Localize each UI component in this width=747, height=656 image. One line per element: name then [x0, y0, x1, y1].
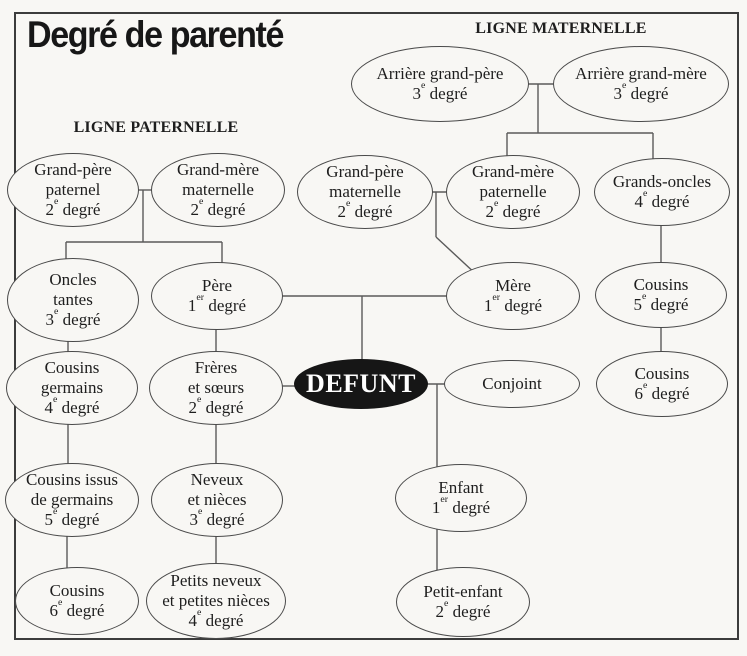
node-label-line: 1er degré — [483, 291, 543, 315]
page-title: Degré de parenté — [27, 14, 284, 55]
node-label-line: Cousins — [44, 357, 100, 377]
node-label-line: Petit-enfant — [423, 581, 503, 601]
node-label-line: 3e degré — [45, 305, 101, 330]
node-label-line: Cousins — [634, 363, 690, 383]
node-label-line: Frères — [194, 357, 238, 377]
node-label-line: 5e degré — [633, 290, 689, 314]
node-label-line: Neveux — [190, 469, 244, 489]
node-label-line: Arrière grand-mère — [575, 63, 707, 83]
node-label-line: 6e degré — [49, 596, 105, 620]
node-label-line: 5e degré — [44, 505, 100, 530]
node-defunt: DEFUNT — [294, 359, 428, 409]
node-label-line: Cousins — [49, 580, 105, 600]
node-label-line: 3e degré — [613, 79, 669, 103]
node-label-line: Grand-mère — [176, 159, 260, 179]
node-label-line: de germains — [30, 489, 114, 509]
node-label-line: Père — [201, 275, 233, 295]
node-label-line: maternelle — [329, 181, 401, 201]
node-label-line: tantes — [53, 289, 93, 309]
node-label-line: 2e degré — [435, 597, 491, 621]
node-label-line: Grand-père — [34, 159, 112, 179]
node-label-line: 4e degré — [188, 606, 244, 631]
node-label-line: Cousins — [633, 274, 689, 294]
node-label-line: DEFUNT — [306, 368, 416, 398]
node-label-line: et petites nièces — [162, 590, 270, 610]
node-label-line: Grand-père — [326, 161, 404, 181]
node-label-line: Enfant — [438, 477, 484, 497]
node-label-line: Grand-mère — [471, 161, 555, 181]
node-label-line: 2e degré — [45, 195, 101, 220]
node-label-line: Arrière grand-père — [376, 63, 504, 83]
node-label-line: paternel — [45, 179, 101, 199]
node-label-line: 2e degré — [337, 197, 393, 222]
node-label-line: 3e degré — [412, 79, 468, 103]
node-label-line: et sœurs — [187, 377, 245, 397]
node-label-line: Cousins issus — [25, 469, 119, 489]
node-conjoint: Conjoint — [444, 360, 580, 408]
diagram-border — [14, 12, 739, 640]
node-label-line: maternelle — [182, 179, 254, 199]
node-label-line: 1er degré — [431, 493, 491, 517]
node-label-line: Petits neveux — [170, 570, 262, 590]
node-label-line: paternelle — [479, 181, 547, 201]
maternal-line-heading: LIGNE MATERNELLE — [475, 20, 647, 37]
node-label-line: 6e degré — [634, 379, 690, 403]
node-label-line: 2e degré — [190, 195, 246, 220]
paternal-line-heading: LIGNE PATERNELLE — [73, 119, 239, 136]
node-label-line: 3e degré — [189, 505, 245, 530]
node-label-line: et nièces — [187, 489, 247, 509]
node-label-line: Grands-oncles — [612, 171, 712, 191]
node-label-line: 2e degré — [188, 393, 244, 418]
node-label-line: 4e degré — [44, 393, 100, 418]
node-label-line: 4e degré — [634, 187, 690, 211]
node-label-line: Oncles — [49, 269, 97, 289]
node-label-line: germains — [40, 377, 104, 397]
node-label-line: Mère — [495, 275, 531, 295]
node-label-line: 1er degré — [187, 291, 247, 315]
node-label-line: 2e degré — [485, 197, 541, 222]
node-label-line: Conjoint — [482, 373, 542, 393]
